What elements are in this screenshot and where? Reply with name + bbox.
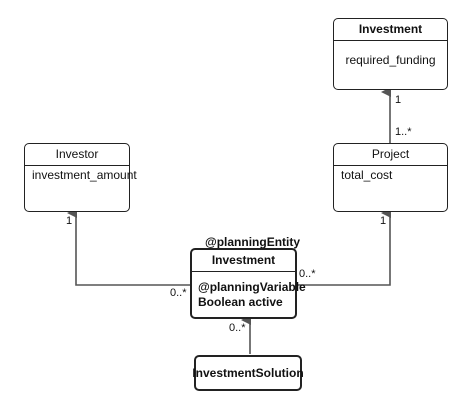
multiplicity-investment-to-investor: 0..*	[170, 287, 187, 299]
project-class[interactable]: Project total_cost	[333, 143, 448, 212]
investor-attribute: investment_amount	[32, 168, 137, 182]
investment-to-investor-line	[67, 208, 192, 286]
multiplicity-investor-end: 1	[66, 215, 73, 227]
investor-class[interactable]: Investor investment_amount	[24, 143, 137, 212]
investment-top-class[interactable]: Investment required_funding	[333, 18, 448, 90]
multiplicity-investment-to-project: 0..*	[299, 268, 316, 280]
planning-variable-annotation: @planningVariable	[198, 280, 306, 294]
project-class-name: Project	[334, 144, 447, 166]
investor-class-name: Investor	[25, 144, 129, 166]
multiplicity-project-end-top: 1..*	[395, 126, 412, 138]
investment-center-class-name: Investment	[192, 250, 295, 272]
project-attribute: total_cost	[341, 168, 393, 182]
multiplicity-investment-top-end: 1	[395, 94, 402, 106]
active-attribute: Boolean active	[198, 295, 283, 309]
investment-solution-class[interactable]: InvestmentSolution	[192, 355, 304, 391]
planning-entity-stereotype: @planningEntity	[205, 235, 301, 249]
multiplicity-project-end-bottom: 1	[380, 215, 387, 227]
multiplicity-solution-to-investment: 0..*	[229, 322, 246, 334]
investment-top-class-name: Investment	[334, 19, 447, 41]
investment-solution-class-name: InvestmentSolution	[192, 366, 304, 380]
investment-to-project-line	[296, 208, 391, 286]
investment-top-attribute: required_funding	[345, 53, 436, 67]
investment-center-class[interactable]: Investment @planningVariable Boolean act…	[190, 248, 306, 319]
